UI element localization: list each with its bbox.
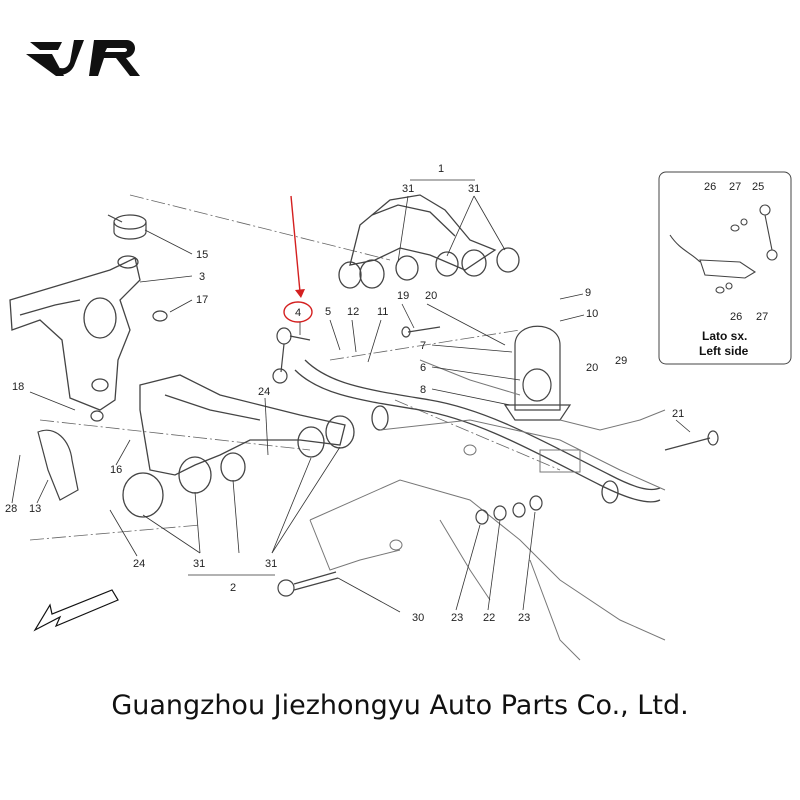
leader-lines [29, 194, 561, 541]
callout: 2 [230, 582, 236, 594]
callout: 19 [397, 290, 409, 302]
diagram-drawing [9, 194, 719, 661]
callout: 15 [196, 249, 208, 261]
inset-callout: 25 [752, 181, 764, 193]
callout: 8 [420, 384, 426, 396]
callout: 31 [402, 183, 414, 195]
callout: 24 [258, 386, 270, 398]
upper-control-arm [338, 194, 520, 289]
steering-knuckle [9, 255, 141, 411]
lower-control-arm [122, 374, 355, 518]
subframe [309, 359, 666, 661]
inset-callout: 27 [756, 311, 768, 323]
inset-callout: 26 [730, 311, 742, 323]
callout: 16 [110, 464, 122, 476]
inset-callout: 26 [704, 181, 716, 193]
callout: 31 [265, 558, 277, 570]
ejr-logo-icon [26, 40, 140, 76]
highlight-arrow [290, 195, 305, 298]
callout: 29 [615, 355, 627, 367]
callout: 6 [420, 362, 426, 374]
callout: 13 [29, 503, 41, 515]
left-side-inset: 26 27 25 26 27 Lato sx. Left side [658, 171, 792, 365]
bolt-21 [664, 430, 719, 451]
callout: 28 [5, 503, 17, 515]
callout: 30 [412, 612, 424, 624]
callout: 18 [12, 381, 24, 393]
callout: 20 [425, 290, 437, 302]
stabilizer-link [272, 327, 311, 384]
callout: 20 [586, 362, 598, 374]
company-caption: Guangzhou Jiezhongyu Auto Parts Co., Ltd… [111, 690, 689, 721]
callout-labels: 1 2 3 4 5 6 7 8 9 10 11 12 13 15 16 17 1… [5, 163, 684, 624]
callout: 23 [451, 612, 463, 624]
callout: 31 [193, 558, 205, 570]
callout: 12 [347, 306, 359, 318]
stabilizer-bar [294, 359, 661, 504]
callout: 11 [377, 306, 388, 318]
highlight-circle [283, 301, 313, 323]
callout: 10 [586, 308, 598, 320]
callout: 17 [196, 294, 208, 306]
callout: 4 [295, 307, 301, 319]
callout: 21 [672, 408, 684, 420]
callout: 3 [199, 271, 205, 283]
inset-title-en: Left side [699, 344, 749, 358]
callout: 31 [468, 183, 480, 195]
callout: 23 [518, 612, 530, 624]
callout: 9 [585, 287, 591, 299]
callout: 7 [420, 340, 426, 352]
inset-title-it: Lato sx. [702, 329, 747, 343]
direction-arrow [33, 589, 119, 632]
brand-logo [22, 30, 152, 90]
callout-leaders [11, 179, 691, 613]
bar-bracket [503, 325, 572, 421]
top-cup [107, 214, 147, 240]
bolt-30 [277, 571, 339, 597]
callout: 24 [133, 558, 145, 570]
callout: 5 [325, 306, 331, 318]
callout: 1 [438, 163, 444, 175]
inset-callout: 27 [729, 181, 741, 193]
callout: 22 [483, 612, 495, 624]
